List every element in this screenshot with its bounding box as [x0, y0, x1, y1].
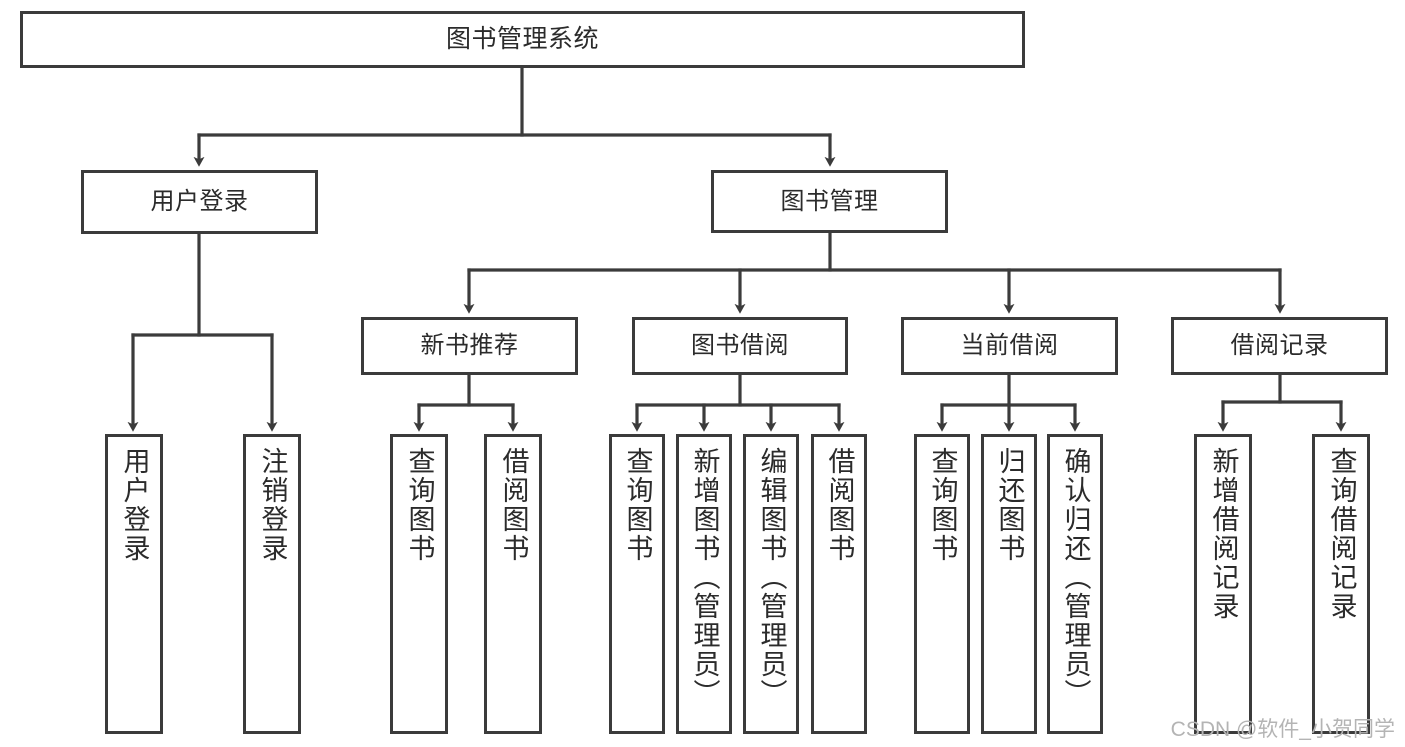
- node-user-login-label: 用户登录: [150, 188, 249, 216]
- node-book-borrow[interactable]: 图书借阅: [632, 317, 848, 375]
- leaf-user-login-signin-label: 用户登录: [119, 447, 150, 563]
- node-current-borrow-label: 当前借阅: [960, 332, 1059, 360]
- leaf-borrow-record-add-label: 新增借阅记录: [1208, 447, 1239, 621]
- leaf-book-borrow-add-label: 新增图书（管理员）: [689, 447, 720, 708]
- node-current-borrow[interactable]: 当前借阅: [901, 317, 1118, 375]
- leaf-new-book-query[interactable]: 查询图书: [390, 434, 448, 734]
- node-book-management-label: 图书管理: [780, 187, 879, 215]
- leaf-user-login-signout[interactable]: 注销登录: [243, 434, 301, 734]
- node-borrow-record[interactable]: 借阅记录: [1171, 317, 1388, 375]
- leaf-current-borrow-query-label: 查询图书: [927, 447, 958, 563]
- node-root-label: 图书管理系统: [445, 25, 599, 53]
- leaf-current-borrow-return-label: 归还图书: [994, 447, 1025, 563]
- leaf-current-borrow-confirm-return[interactable]: 确认归还（管理员）: [1047, 434, 1103, 734]
- leaf-new-book-query-label: 查询图书: [404, 447, 435, 563]
- leaf-new-book-borrow[interactable]: 借阅图书: [484, 434, 542, 734]
- leaf-book-borrow-edit-label: 编辑图书（管理员）: [756, 447, 787, 708]
- leaf-book-borrow-query-label: 查询图书: [622, 447, 653, 563]
- leaf-book-borrow-query[interactable]: 查询图书: [609, 434, 665, 734]
- node-book-management[interactable]: 图书管理: [711, 170, 948, 233]
- leaf-book-borrow-add[interactable]: 新增图书（管理员）: [676, 434, 732, 734]
- leaf-book-borrow-edit[interactable]: 编辑图书（管理员）: [743, 434, 799, 734]
- node-user-login[interactable]: 用户登录: [81, 170, 318, 234]
- node-root-book-management-system[interactable]: 图书管理系统: [20, 11, 1025, 68]
- node-borrow-record-label: 借阅记录: [1230, 332, 1329, 360]
- node-new-book-recommendation[interactable]: 新书推荐: [361, 317, 578, 375]
- node-new-book-recommendation-label: 新书推荐: [420, 332, 519, 360]
- leaf-user-login-signin[interactable]: 用户登录: [105, 434, 163, 734]
- leaf-user-login-signout-label: 注销登录: [257, 447, 288, 563]
- leaf-borrow-record-query[interactable]: 查询借阅记录: [1312, 434, 1370, 734]
- node-book-borrow-label: 图书借阅: [691, 332, 789, 360]
- leaf-borrow-record-add[interactable]: 新增借阅记录: [1194, 434, 1252, 734]
- leaf-current-borrow-confirm-return-label: 确认归还（管理员）: [1060, 447, 1091, 708]
- leaf-book-borrow-borrow[interactable]: 借阅图书: [811, 434, 867, 734]
- leaf-new-book-borrow-label: 借阅图书: [498, 447, 529, 563]
- leaf-current-borrow-query[interactable]: 查询图书: [914, 434, 970, 734]
- leaf-borrow-record-query-label: 查询借阅记录: [1326, 447, 1357, 621]
- csdn-watermark: CSDN @软件_小贺同学: [1170, 718, 1395, 741]
- leaf-current-borrow-return[interactable]: 归还图书: [981, 434, 1037, 734]
- leaf-book-borrow-borrow-label: 借阅图书: [824, 447, 855, 563]
